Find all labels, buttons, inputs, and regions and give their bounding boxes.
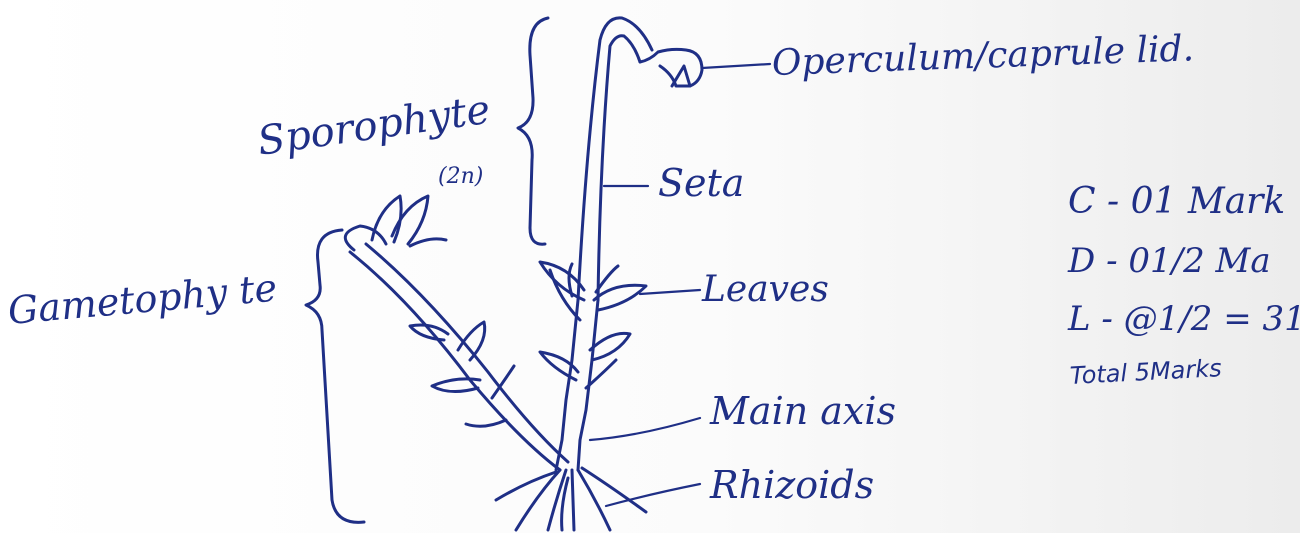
ploidy-label: (2n) — [438, 166, 483, 188]
main-axis — [556, 300, 578, 470]
leaf — [410, 239, 446, 246]
rhizoid — [572, 470, 574, 530]
seta-inner — [598, 36, 640, 300]
rhizoids-label: Rhizoids — [710, 466, 874, 504]
marking-total: Total 5Marks — [1069, 356, 1222, 388]
capsule — [640, 49, 702, 86]
operculum-leader — [702, 64, 770, 68]
marking-d: D - 01/2 Ma — [1068, 244, 1271, 278]
rhizoid — [582, 468, 646, 512]
main-axis-label: Main axis — [710, 392, 896, 430]
gametophyte-brace — [306, 230, 364, 522]
leaf — [345, 226, 386, 250]
leaf — [466, 420, 506, 426]
sporophyte-brace — [518, 18, 548, 244]
marking-l: L - @1/2 = 31/2 — [1068, 302, 1300, 336]
leaf — [590, 333, 630, 360]
side-branch-inner — [366, 244, 568, 462]
main-axis-leader — [590, 418, 700, 440]
leaves-leader — [640, 290, 700, 294]
operculum — [672, 66, 690, 86]
marking-c: C - 01 Mark — [1068, 184, 1285, 220]
side-branch — [350, 252, 560, 470]
leaf — [372, 196, 401, 242]
leaves-label: Leaves — [702, 272, 829, 308]
rhizoid — [562, 478, 568, 530]
rhizoid — [578, 470, 610, 530]
leaf — [594, 285, 646, 310]
seta-label: Seta — [658, 164, 744, 202]
leaf — [569, 264, 572, 296]
